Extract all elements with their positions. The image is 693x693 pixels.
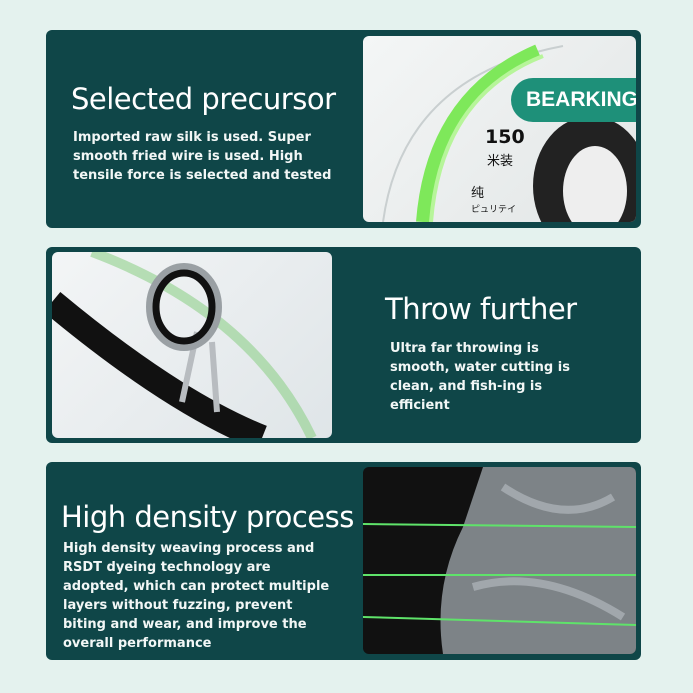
feature-panel-precursor: Selected precursor Imported raw silk is …: [46, 30, 641, 228]
rock-line-image: [363, 467, 636, 654]
spool-label-2: ピュリテイ: [471, 205, 517, 215]
feature-description: High density weaving process and RSDT dy…: [63, 541, 330, 651]
feature-title: Selected precursor: [71, 82, 336, 116]
spool-image: BEARKING 150 米装 纯 ピュリテイ: [363, 36, 636, 222]
spool-unit: 米装: [487, 154, 514, 169]
spool-length: 150: [485, 126, 525, 148]
feature-title: Throw further: [385, 292, 577, 326]
feature-panel-throw: Throw further Ultra far throwing is smoo…: [46, 247, 641, 443]
feature-panel-density: High density process High density weavin…: [46, 462, 641, 660]
feature-description: Imported raw silk is used. Super smooth …: [73, 130, 332, 183]
rod-graphic: [52, 252, 317, 438]
rock-graphic: [363, 467, 636, 654]
feature-description: Ultra far throwing is smooth, water cutt…: [390, 341, 570, 413]
spool-graphic: [382, 44, 636, 222]
feature-title: High density process: [61, 500, 354, 534]
rod-guide-image: [52, 252, 332, 438]
brand-label: BEARKING: [511, 78, 636, 122]
spool-label-1: 纯: [471, 186, 485, 201]
